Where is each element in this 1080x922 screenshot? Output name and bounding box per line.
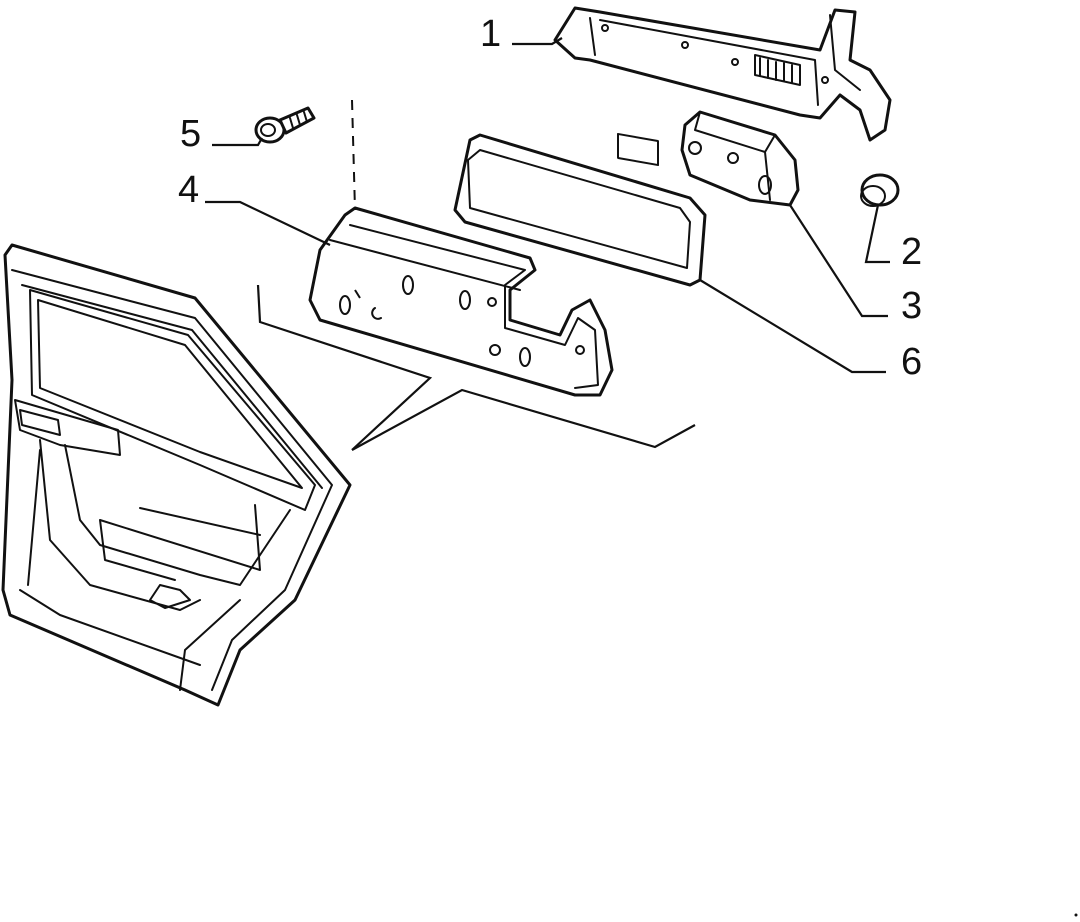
callout-2-label: 2 — [901, 231, 922, 273]
part-3-handle-cover — [680, 110, 800, 207]
callout-5-leader — [212, 137, 263, 147]
callout-1-leader — [512, 37, 563, 46]
callout-6-label: 6 — [901, 341, 922, 383]
callout-3-label: 3 — [901, 285, 922, 327]
callout-6-leader — [699, 279, 886, 374]
callout-2-leader — [864, 204, 890, 264]
screw-axis-line — [351, 99, 361, 299]
callout-4-label: 4 — [178, 169, 199, 211]
callout-5-label: 5 — [180, 113, 201, 155]
callout-4-leader — [205, 200, 331, 246]
mount-pointer — [256, 284, 696, 451]
part-1-handle-bracket — [553, 6, 892, 167]
corner-dot-mark — [1074, 913, 1078, 917]
door-panel — [1, 243, 352, 707]
callout-1-label: 1 — [480, 13, 501, 55]
part-5-screw — [254, 106, 316, 144]
part-2-plug — [860, 173, 900, 207]
callout-3-leader — [789, 204, 888, 318]
part-4-armrest-panel — [308, 206, 614, 397]
